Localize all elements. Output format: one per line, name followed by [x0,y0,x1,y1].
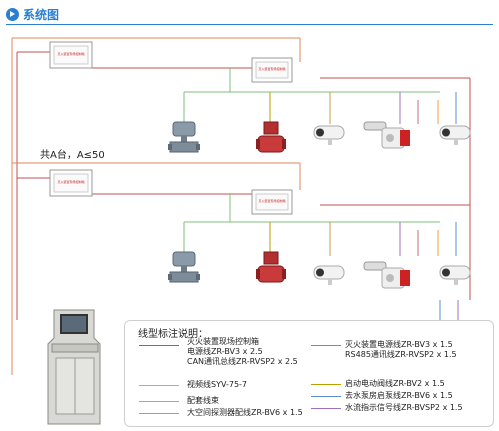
control-box-label: 灭火装置现场控制箱 [258,198,285,203]
control-box-bottom-right: 灭火装置现场控制箱 [251,189,293,215]
title-divider [6,24,493,25]
legend-item-device-power: 灭火装置电源线ZR-BV3 x 1.5 RS485通讯线ZR-RVSP2 x 1… [345,340,457,359]
wiring-lines [11,37,471,375]
legend-swatch-device-power [311,345,341,346]
control-box-top-left: 灭火装置现场控制箱 [49,41,93,69]
play-bullet-icon [6,7,19,21]
legend-swatch-pump [311,396,341,397]
control-box-label: 灭火装置现场控制箱 [57,179,84,184]
fire-monitor-icon [363,261,410,289]
legend-panel: 线型标注说明： 灭火装置现场控制箱 电源线ZR-BV3 x 2.5 CAN通讯总… [124,320,494,427]
detector-camera-icon [439,125,471,145]
legend-swatch-control-box [139,345,179,346]
control-box-bottom-left: 灭火装置现场控制箱 [49,169,93,197]
flow-indicator-icon [256,251,286,283]
control-cabinet-icon [47,309,101,425]
section-title: 系统图 [6,6,59,22]
detector-camera-icon [439,265,471,285]
legend-item-valve: 启动电动阀线ZR-BV2 x 1.5 [345,379,445,388]
section-title-text: 系统图 [23,7,60,22]
control-box-top-right: 灭火装置现场控制箱 [251,57,293,83]
legend-swatch-valve [311,384,341,385]
legend-swatch-detector [139,413,179,414]
legend-title: 线型标注说明： [138,329,208,340]
legend-item-video: 视频线SYV-75-7 [187,380,248,389]
legend-swatch-video [139,385,179,386]
legend-swatch-flow [311,408,341,409]
unit-count-label: 共A台，A≤50 [38,146,107,161]
electric-valve-icon [168,121,200,153]
legend-item-harness: 配套线束 [187,396,219,405]
detector-camera-icon [313,265,345,285]
device-row-upper [168,121,471,153]
device-row-lower [168,251,471,289]
legend-item-detector: 大空间探测器配线ZR-BV6 x 1.5 [187,408,303,417]
control-box-label: 灭火装置现场控制箱 [57,51,84,56]
legend-swatch-harness [139,401,179,402]
electric-valve-icon [168,251,200,283]
fire-monitor-icon [363,121,410,149]
legend-item-flow: 水流指示信号线ZR-BVSP2 x 1.5 [345,403,463,412]
legend-item-control-box: 灭火装置现场控制箱 电源线ZR-BV3 x 2.5 CAN通讯总线ZR-RVSP… [187,337,298,366]
control-box-label: 灭火装置现场控制箱 [258,66,285,71]
flow-indicator-icon [256,121,286,153]
legend-item-pump: 去水泵房启泵线ZR-BV6 x 1.5 [345,391,453,400]
detector-camera-icon [313,125,345,145]
